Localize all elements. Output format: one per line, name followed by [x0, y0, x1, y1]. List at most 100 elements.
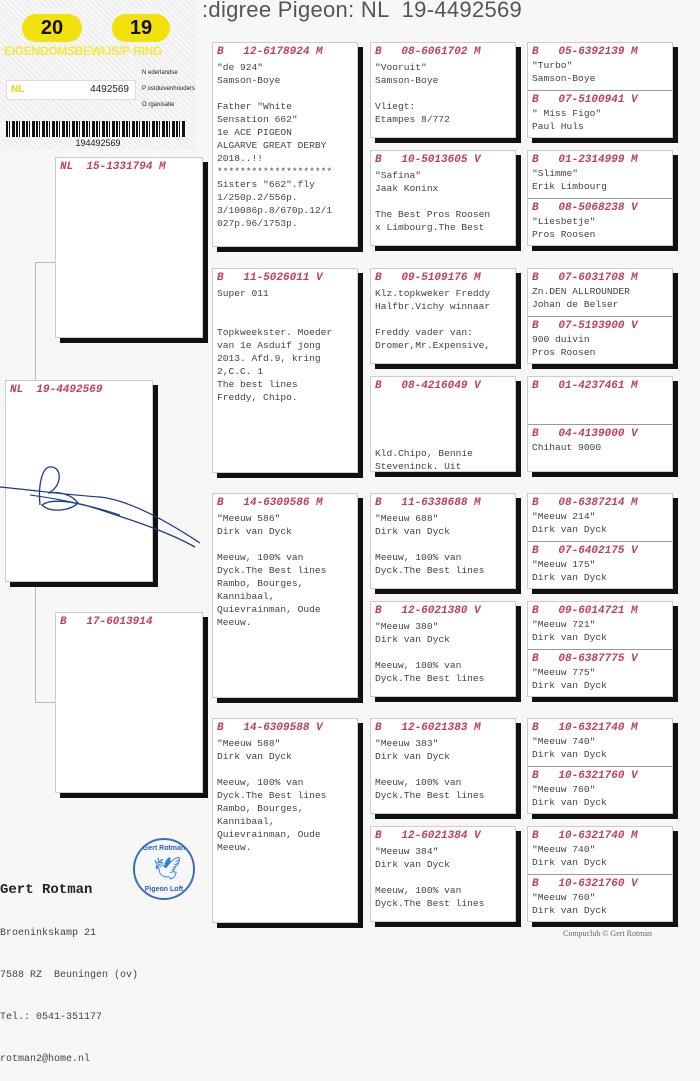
- pigeon-notes: 900 duivin Pros Roosen: [532, 334, 596, 358]
- pigeon-notes: "Meeuw 384" Dirk van Dyck Meeuw, 100% va…: [375, 846, 485, 909]
- ancestor-entry: B 10-6321740 M "Meeuw 740" Dirk van Dyck: [528, 719, 672, 766]
- ring-card: 20 19 EIGENDOMSBEWIJS/P-RING NL 4492569 …: [0, 0, 196, 150]
- loft-stamp: Gert Rotman 🕊 Pigeon Loft: [133, 838, 195, 900]
- pigeon-notes: "Meeuw 175" Dirk van Dyck: [532, 559, 607, 583]
- pigeon-notes: "Meeuw 586" Dirk van Dyck Meeuw, 100% va…: [217, 513, 327, 628]
- pigeon-notes: "Meeuw 380" Dirk van Dyck Meeuw, 100% va…: [375, 621, 485, 684]
- ancestor-entry: B 07-6402175 V"Meeuw 175" Dirk van Dyck: [528, 541, 672, 590]
- ancestor-entry: B 09-6014721 M"Meeuw 721" Dirk van Dyck: [528, 602, 672, 649]
- pigeon-notes: "Meeuw 588" Dirk van Dyck Meeuw, 100% va…: [217, 738, 327, 853]
- ring-number-header: B 10-6321760 V: [532, 770, 638, 782]
- pigeon-notes: Kld.Chipo, Bennie Steveninck. Uit: [375, 448, 473, 472]
- ancestor-entry: B 01-4237461 M: [528, 377, 672, 424]
- owner-address-line: Broeninkskamp 21: [0, 928, 97, 939]
- ring-number-header: B 01-4237461 M: [532, 380, 638, 392]
- ring-number-header: B 04-4139000 V: [532, 428, 638, 440]
- ring-number-header: B 10-6321740 M: [532, 722, 638, 734]
- ring-number-header: B 07-5100941 V: [532, 94, 638, 106]
- ring-number-header: B 11-5026011 V: [217, 272, 323, 284]
- owner-phone: Tel.: 0541-351177: [0, 1012, 103, 1023]
- great-grandparent-box: B 11-6338688 M"Meeuw 688" Dirk van Dyck …: [370, 493, 516, 589]
- ring-number-header: B 14-6309588 V: [217, 722, 323, 734]
- pigeon-notes: Zn.DEN ALLROUNDER Johan de Belser: [532, 286, 630, 310]
- signature: [0, 466, 201, 548]
- ancestor-entry: B 08-6387214 M "Meeuw 214" Dirk van Dyck: [528, 494, 672, 541]
- ring-number-field: NL 4492569: [6, 80, 136, 100]
- ring-number-header: NL 19-4492569: [10, 384, 103, 396]
- connector-line: [35, 702, 55, 703]
- page-title: :digree Pigeon: NL 19-4492569: [202, 0, 523, 22]
- ancestor-pair-box: B 01-4237461 M B 04-4139000 V Chihaut 9000: [527, 376, 673, 472]
- ancestor-entry: B 10-6321760 V"Meeuw 760" Dirk van Dyck: [528, 874, 672, 923]
- barcode-number: 194492569: [75, 138, 121, 148]
- owner-name: Gert Rotman: [0, 882, 93, 898]
- pigeon-notes: "Meeuw 688" Dirk van Dyck Meeuw, 100% va…: [375, 513, 485, 576]
- father-box: NL 15-1331794 M: [55, 157, 203, 338]
- pigeon-notes: "Liesbetje" Pros Roosen: [532, 216, 596, 240]
- ring-number-header: B 05-6392139 M: [532, 46, 638, 58]
- barcode: [6, 121, 186, 137]
- ring-number-header: B 01-2314999 M: [532, 154, 638, 166]
- pigeon-notes: "Vooruit" Samson-Boye Vliegt: Etampes 8/…: [375, 62, 450, 125]
- pigeon-notes: "Safina" Jaak Koninx The Best Pros Roose…: [375, 170, 491, 233]
- stamp-bottom-text: Pigeon Loft: [144, 886, 184, 893]
- ring-number-header: B 08-6061702 M: [375, 46, 481, 58]
- credit: Compuclub © Gert Rotman: [563, 929, 652, 938]
- ring-number-header: B 14-6309586 M: [217, 497, 323, 509]
- subject-pigeon-box: NL 19-4492569: [5, 380, 153, 582]
- ancestor-entry: B 01-2314999 M "Slimme" Erik Limbourg: [528, 151, 672, 198]
- pigeon-icon: 🕊: [153, 856, 181, 881]
- ring-heading: EIGENDOMSBEWIJS/P-RING: [4, 44, 163, 58]
- grandparent-box: B 14-6309586 M "Meeuw 586" Dirk van Dyck …: [212, 493, 358, 698]
- owner-info: Gert Rotman Broeninkskamp 21 7588 RZ Beu…: [0, 853, 138, 1081]
- ring-number-header: B 08-5068238 V: [532, 202, 638, 214]
- org-line-2: P ostduivenhouders: [142, 86, 195, 92]
- pigeon-notes: "Meeuw 740" Dirk van Dyck: [532, 736, 607, 760]
- pigeon-notes: "de 924" Samson-Boye Father "White Sensa…: [217, 62, 333, 229]
- ring-number-header: B 12-6178924 M: [217, 46, 323, 58]
- ring-number-header: B 12-6021384 V: [375, 830, 481, 842]
- ring-number-header: B 17-6013914: [60, 616, 153, 628]
- ring-number-header: B 08-6387214 M: [532, 497, 638, 509]
- pigeon-notes: "Meeuw 383" Dirk van Dyck Meeuw, 100% va…: [375, 738, 485, 801]
- owner-email: rotman2@home.nl: [0, 1054, 91, 1065]
- ring-number-header: B 12-6021383 M: [375, 722, 481, 734]
- org-line-3: O rganisatie: [142, 102, 174, 108]
- pigeon-notes: Chihaut 9000: [532, 442, 602, 453]
- grandparent-box: B 11-5026011 V Super 011 Topkweekster. Mo…: [212, 268, 358, 473]
- great-grandparent-box: B 08-6061702 M "Vooruit" Samson-Boye Vlie…: [370, 42, 516, 138]
- ring-number-header: B 12-6021380 V: [375, 605, 481, 617]
- pigeon-notes: "Meeuw 214" Dirk van Dyck: [532, 511, 607, 535]
- pigeon-notes: "Meeuw 775" Dirk van Dyck: [532, 667, 607, 691]
- ring-number-header: B 09-5109176 M: [375, 272, 481, 284]
- pigeon-notes: " Miss Figo" Paul Huls: [532, 108, 602, 132]
- ring-number-header: B 10-6321740 M: [532, 830, 638, 842]
- ring-number-header: B 10-5013605 V: [375, 154, 481, 166]
- ring-number-header: B 10-6321760 V: [532, 878, 638, 890]
- ring-number-header: NL 15-1331794 M: [60, 161, 166, 173]
- ring-number-header: B 09-6014721 M: [532, 605, 638, 617]
- org-line-1: N ederlandse: [142, 70, 178, 76]
- pigeon-notes: Super 011 Topkweekster. Moeder van 1e As…: [217, 288, 333, 403]
- ring-number-header: B 08-6387775 V: [532, 653, 638, 665]
- ancestor-entry: B 08-5068238 V "Liesbetje" Pros Roosen: [528, 198, 672, 247]
- org-text: N ederlandse: [142, 70, 178, 76]
- pigeon-notes: "Slimme" Erik Limbourg: [532, 168, 607, 192]
- great-grandparent-box: B 12-6021380 V "Meeuw 380" Dirk van Dyck …: [370, 601, 516, 697]
- ancestor-pair-box: B 01-2314999 M "Slimme" Erik Limbourg B 08…: [527, 150, 673, 246]
- org-text: P ostduivenhouders: [142, 86, 195, 92]
- pigeon-notes: "Meeuw 760" Dirk van Dyck: [532, 784, 607, 808]
- great-grandparent-box: B 12-6021384 V "Meeuw 384" Dirk van Dyck …: [370, 826, 516, 922]
- org-text: O rganisatie: [142, 102, 175, 108]
- ancestor-entry: B 08-6387775 V "Meeuw 775" Dirk van Dyck: [528, 649, 672, 698]
- stamp-top-text: Gert Rotman: [142, 845, 186, 852]
- ancestor-entry: B 10-6321760 V "Meeuw 760" Dirk van Dyck: [528, 766, 672, 815]
- ring-number-header: B 08-4216049 V: [375, 380, 481, 392]
- great-grandparent-box: B 08-4216049 V Kld.Chipo, Bennie Steveni…: [370, 376, 516, 472]
